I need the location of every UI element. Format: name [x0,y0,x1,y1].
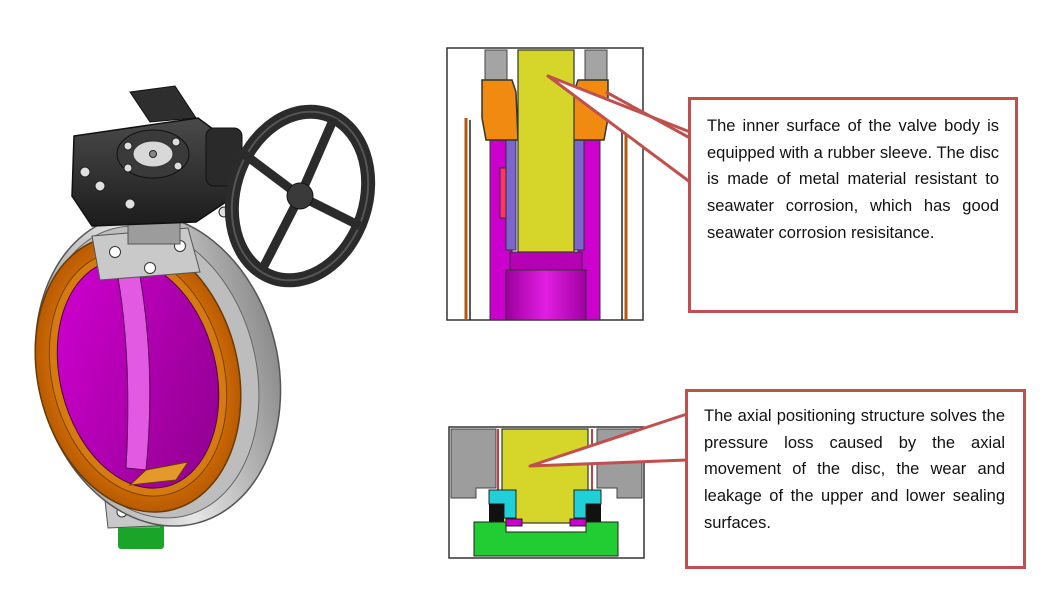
callout-axial-positioning-text: The axial positioning structure solves t… [704,407,1005,532]
callout-rubber-sleeve: The inner surface of the valve body is e… [688,97,1018,313]
butterfly-valve-icon [34,85,376,549]
bottom-cap [473,521,619,557]
callout-rubber-sleeve-text: The inner surface of the valve body is e… [707,117,999,242]
callout-axial-positioning: The axial positioning structure solves t… [685,389,1026,569]
top-stem [517,49,575,253]
top-section-view [446,47,644,321]
gearbox [71,85,243,227]
handwheel-icon [224,104,376,288]
